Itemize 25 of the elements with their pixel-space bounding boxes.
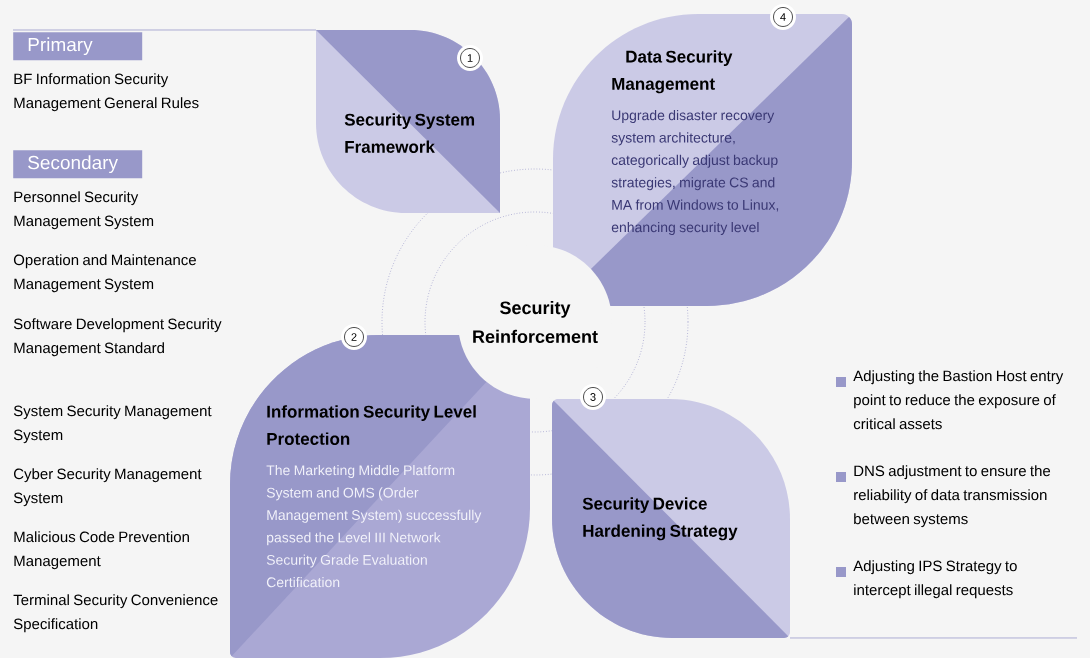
number-badge: 1 [457,45,483,71]
bullet-item: Adjusting IPS Strategy to intercept illegal requests [836,560,1017,599]
bullet-item: DNS adjustment to ensure the reliability of data transmission between systems [836,465,1051,528]
bullet-item: Adjusting the Bastion Host entry point to reduce the exposure of critical assets [836,370,1064,430]
leaf-heading: Information Security Level Protection [267,405,476,445]
list-item: Cyber Security Management System [13,468,202,507]
heading-band: Secondary [13,150,143,179]
list-item: Operation and Maintenance Management System [13,254,196,293]
center-title: Security Reinforcement [473,300,598,343]
list-item: BF Information Security Management General Rules [14,73,199,112]
list-item: System Security Management System [13,405,212,444]
list-item: Personnel Security Management System [14,191,154,230]
number-badge: 4 [770,4,796,30]
list-item: Malicious Code Prevention Management [14,531,189,570]
leaf-heading: Security Device Hardening Strategy [582,497,738,541]
heading-band: Primary [13,32,143,61]
list-item: Software Development Security Management Standard [13,318,222,357]
leaf-heading: Security System Framework [344,113,475,153]
number-badge: 3 [580,384,606,410]
leaf-card [552,399,790,638]
number-badge: 2 [341,324,367,350]
leaf-heading: Data Security Management [612,50,733,94]
leaf-description: Upgrade disaster recovery system architecture, categorically adjust backup strategies, migrate CS and MA from Windows to Linux, enhancing security level [611,109,779,235]
leaf-card [316,30,500,213]
leaf-description: The Marketing Middle Platform System and OMS (Order Management System) successfully passed the Level III Network Security Grade Evaluation Certification [266,464,482,588]
